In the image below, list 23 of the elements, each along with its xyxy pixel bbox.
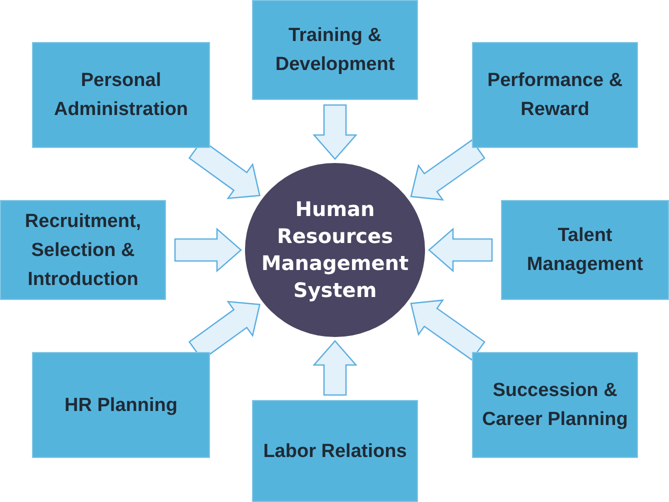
node-label: Succession & Career Planning <box>481 379 629 432</box>
node-label: Recruitment, Selection & Introduction <box>24 210 142 292</box>
block-arrow <box>410 299 486 361</box>
node-label: Performance & Reward <box>486 69 624 122</box>
block-arrow <box>410 139 486 201</box>
topic-box <box>472 42 638 148</box>
node-label: Talent Management <box>526 224 644 277</box>
block-arrow <box>312 104 358 160</box>
block-arrow <box>174 228 242 272</box>
topic-box <box>32 42 210 148</box>
topic-box <box>32 352 210 458</box>
topic-box <box>252 400 418 502</box>
topic-box <box>472 352 638 458</box>
block-arrow <box>312 340 358 396</box>
node-label: Human Resources Management System <box>260 196 410 304</box>
node-label: Personal Administration <box>52 69 190 122</box>
topic-box <box>501 200 669 300</box>
node-label: Labor Relations <box>262 440 408 464</box>
node-label: HR Planning <box>64 394 178 418</box>
node-label: Training & Development <box>274 24 396 77</box>
block-arrow <box>428 228 493 272</box>
topic-box <box>0 200 166 300</box>
topic-box <box>252 0 418 100</box>
